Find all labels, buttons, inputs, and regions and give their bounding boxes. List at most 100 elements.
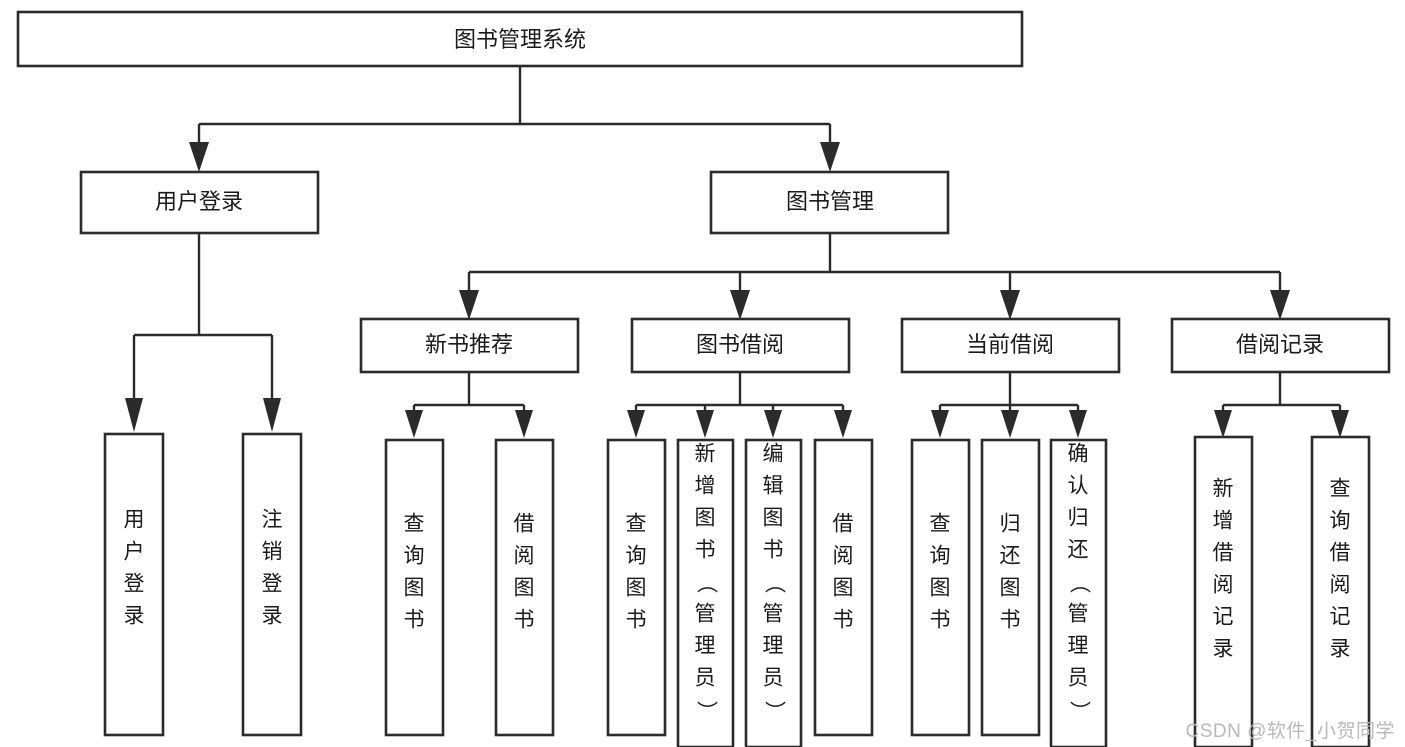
node-book-management[interactable]: 图书管理	[709, 170, 950, 235]
arrow-root-to-bookmgmt	[820, 142, 840, 172]
svg-text:员: 员	[763, 667, 784, 690]
leaf-new-book-1-box	[384, 438, 445, 737]
arrow-records-leaf-1	[1214, 410, 1232, 438]
svg-text:增: 增	[1213, 510, 1234, 533]
svg-text:书: 书	[763, 539, 784, 562]
svg-text:（: （	[694, 573, 717, 594]
leaf-borrow-record-2-box	[1310, 435, 1371, 747]
svg-text:借: 借	[514, 513, 535, 536]
svg-text:借: 借	[1213, 542, 1234, 565]
svg-text:员: 员	[695, 667, 716, 690]
svg-text:理: 理	[1068, 635, 1089, 658]
svg-text:询: 询	[1330, 510, 1351, 533]
leaf-user-login-2-box	[241, 432, 303, 737]
leaf-current-borrow-3-box	[1049, 438, 1108, 747]
svg-text:记: 记	[1213, 606, 1234, 629]
arrow-bookmgmt-to-records	[1270, 290, 1290, 320]
svg-text:管: 管	[695, 603, 716, 626]
svg-text:还: 还	[1000, 545, 1021, 568]
svg-text:（: （	[1067, 573, 1090, 594]
leaf-current-borrow-1-box	[910, 438, 971, 737]
leaf-book-borrow-1-box	[606, 438, 667, 737]
arrow-bookmgmt-to-current	[1000, 290, 1020, 320]
svg-text:记: 记	[1330, 606, 1351, 629]
node-user-login[interactable]: 用户登录	[79, 170, 320, 235]
svg-text:图: 图	[763, 507, 784, 530]
leaf-book-borrow-2-box	[676, 438, 735, 747]
leaf-book-borrow-3-box	[744, 438, 803, 747]
arrow-borrow-leaf-4	[834, 410, 852, 438]
svg-text:询: 询	[626, 545, 647, 568]
node-root-box	[16, 10, 1024, 68]
node-book-borrow-box	[630, 317, 851, 374]
svg-text:辑: 辑	[763, 475, 784, 498]
arrow-borrow-leaf-1	[627, 410, 645, 438]
svg-text:书: 书	[1000, 609, 1021, 632]
node-root-system[interactable]: 图书管理系统	[16, 10, 1024, 68]
svg-text:询: 询	[930, 545, 951, 568]
svg-text:理: 理	[763, 635, 784, 658]
leaf-user-login-1-box	[103, 432, 165, 737]
arrow-borrow-leaf-2	[696, 410, 714, 438]
node-new-book-recommend-label: 新书推荐	[425, 332, 513, 357]
svg-text:（: （	[762, 573, 785, 594]
svg-text:录: 录	[1330, 638, 1351, 661]
svg-text:登: 登	[262, 573, 283, 596]
svg-text:书: 书	[514, 609, 535, 632]
svg-text:借: 借	[1330, 542, 1351, 565]
node-user-login-label: 用户登录	[155, 189, 243, 214]
node-new-book-recommend-box	[359, 317, 580, 374]
node-new-book-recommend[interactable]: 新书推荐	[359, 317, 580, 374]
node-borrow-records-box	[1170, 317, 1391, 374]
svg-text:图: 图	[404, 577, 425, 600]
svg-text:）: ）	[694, 701, 717, 722]
svg-text:书: 书	[626, 609, 647, 632]
arrow-newbooks-leaf-1	[405, 410, 423, 438]
svg-text:认: 认	[1068, 475, 1089, 498]
node-user-login-box	[79, 170, 320, 235]
arrow-bookmgmt-to-borrow	[730, 290, 750, 320]
node-borrow-records[interactable]: 借阅记录	[1170, 317, 1391, 374]
svg-text:录: 录	[262, 605, 283, 628]
leaf-book-borrow-4-box	[813, 438, 874, 737]
connector-layer	[125, 66, 1349, 438]
svg-text:录: 录	[1213, 638, 1234, 661]
svg-text:用: 用	[124, 509, 145, 532]
node-book-management-label: 图书管理	[786, 189, 874, 214]
svg-text:查: 查	[1330, 478, 1351, 501]
arrow-root-to-userlogin	[189, 142, 209, 172]
svg-text:图: 图	[626, 577, 647, 600]
svg-text:新: 新	[1213, 478, 1234, 501]
leaf-user-login-1[interactable]: 用户登录	[103, 432, 165, 737]
node-current-borrow[interactable]: 当前借阅	[900, 317, 1121, 374]
svg-text:阅: 阅	[514, 545, 535, 568]
svg-text:登: 登	[124, 573, 145, 596]
node-book-borrow-label: 图书借阅	[696, 332, 784, 357]
svg-text:书: 书	[695, 539, 716, 562]
svg-text:图: 图	[833, 577, 854, 600]
leaf-borrow-record-1-box	[1193, 435, 1254, 747]
leaf-user-login-1-label: 用户登录	[124, 509, 145, 628]
node-book-borrow[interactable]: 图书借阅	[630, 317, 851, 374]
svg-text:增: 增	[695, 475, 716, 498]
arrow-current-leaf-3	[1069, 410, 1087, 438]
leaf-current-borrow-2-box	[980, 438, 1041, 737]
